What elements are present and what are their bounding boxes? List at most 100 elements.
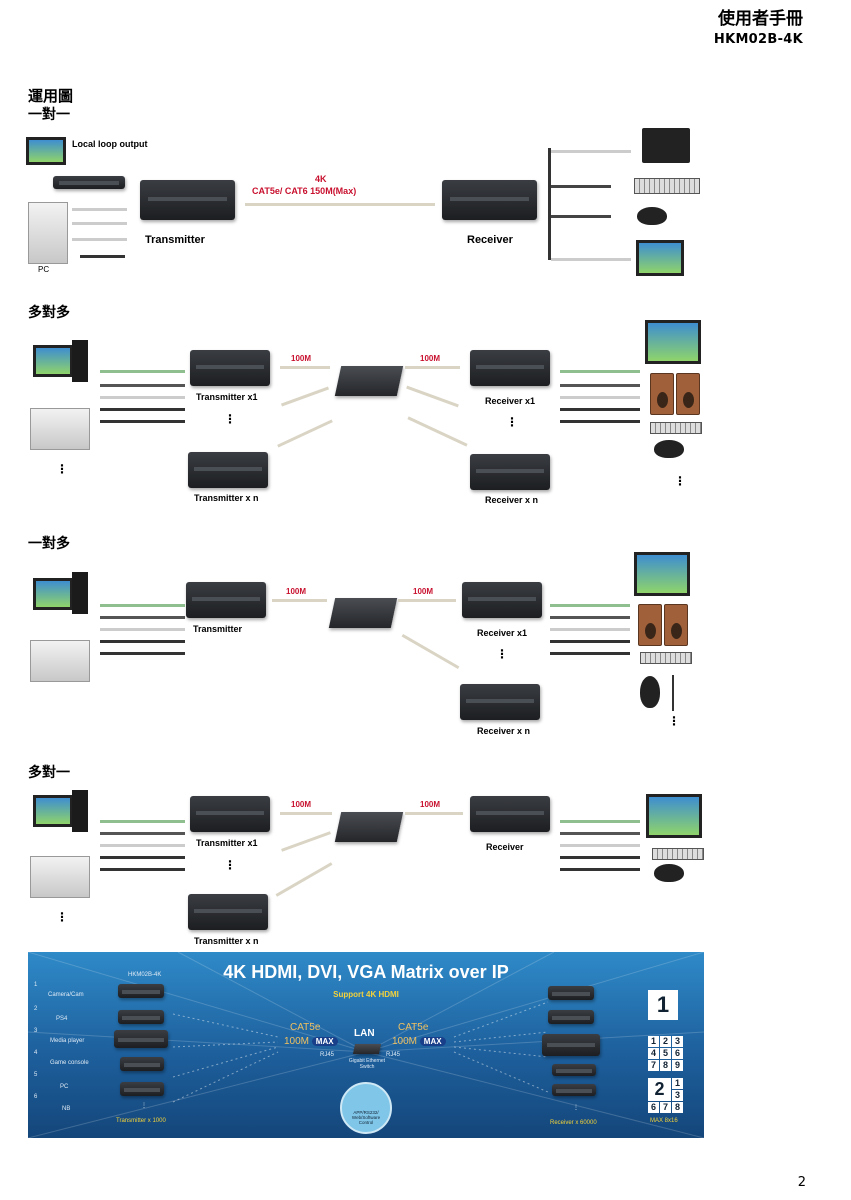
app-control-badge: APP/RS232/ Web/Software Control <box>340 1082 392 1134</box>
cable-icon <box>560 856 640 859</box>
cat-cable-icon <box>277 419 333 448</box>
cat-label-right: CAT5e <box>398 1022 429 1033</box>
speed-label: 100M <box>420 354 441 363</box>
media-player-icon <box>53 176 125 189</box>
more-receivers-dots: ⋮ <box>496 647 508 661</box>
source-name: PC <box>60 1084 69 1090</box>
cat-cable-icon <box>405 366 460 369</box>
transmitter-count: Transmitter x 1000 <box>116 1118 166 1124</box>
cable-icon <box>551 185 611 188</box>
speed-label: 100M <box>291 354 312 363</box>
cable-icon <box>560 408 640 411</box>
cable-icon <box>560 832 640 835</box>
cable-icon <box>550 604 630 607</box>
lan-label: LAN <box>354 1028 375 1039</box>
banner-model-tag: HKM02B-4K <box>128 972 162 978</box>
matrix-cell: 6 <box>672 1048 683 1059</box>
cable-icon <box>560 868 640 871</box>
speaker-icon <box>650 373 674 415</box>
local-loop-label: Local loop output <box>72 139 148 149</box>
cat-cable-icon <box>280 366 330 369</box>
cable-icon <box>100 384 185 387</box>
banner-subtitle: Support 4K HDMI <box>333 990 399 999</box>
keyboard-icon <box>652 848 704 860</box>
more-sources-dots: ⋮ <box>56 910 68 924</box>
app-control-label: APP/RS232/ Web/Software Control <box>351 1110 381 1125</box>
audio-cable-icon <box>80 255 125 258</box>
transmitter-label: Transmitter <box>193 624 243 634</box>
cable-icon <box>560 820 640 823</box>
cable-4k-label: 4K <box>315 174 327 184</box>
mouse-icon <box>654 440 684 458</box>
cable-icon <box>100 408 185 411</box>
matrix-cell: 4 <box>648 1048 659 1059</box>
pc-tower-icon <box>28 202 68 264</box>
server-icon <box>30 408 90 450</box>
banner-transmitter <box>120 1057 164 1071</box>
cable-icon <box>100 832 185 835</box>
matrix-cell: 9 <box>672 1060 683 1071</box>
network-switch <box>334 366 404 396</box>
cable-icon <box>551 258 631 261</box>
matrix-cell: 7 <box>648 1060 659 1071</box>
cable-icon <box>100 652 185 655</box>
monitor-icon <box>645 320 701 364</box>
cable-icon <box>560 420 640 423</box>
monitor-icon <box>646 794 702 838</box>
banner-transmitter <box>118 1010 164 1024</box>
receiver-count: Receiver x 60000 <box>550 1120 597 1126</box>
matrix-combined-display: 2 <box>648 1078 671 1101</box>
matrix-cell: 8 <box>660 1060 671 1071</box>
speaker-icon <box>638 604 662 646</box>
fanout-line <box>548 148 551 260</box>
transmitter-x1-label: Transmitter x1 <box>196 838 258 848</box>
cat-cable-icon <box>281 831 331 852</box>
receiver-device <box>462 582 542 618</box>
mouse-icon <box>637 207 667 225</box>
cable-icon <box>72 208 127 211</box>
speed-label: 100M <box>291 800 312 809</box>
page-number: 2 <box>797 1175 806 1190</box>
source-number: 6 <box>34 1094 38 1100</box>
monitor-icon <box>33 578 73 610</box>
keyboard-icon <box>650 422 702 434</box>
cable-icon <box>100 604 185 607</box>
cable-icon <box>550 640 630 643</box>
monitor-icon <box>636 240 684 276</box>
banner-transmitter <box>114 1030 168 1048</box>
more-receivers-dots: ⋮ <box>506 415 518 429</box>
matrix-banner: 4K HDMI, DVI, VGA Matrix over IP Support… <box>28 952 704 1138</box>
cable-icon <box>100 420 185 423</box>
transmitter-device <box>186 582 266 618</box>
cable-icon <box>560 396 640 399</box>
more-transmitters-dots: ⋮ <box>224 412 236 426</box>
banner-title: 4K HDMI, DVI, VGA Matrix over IP <box>223 962 509 982</box>
source-number: 1 <box>34 982 38 988</box>
banner-receiver <box>548 986 594 1000</box>
cable-icon <box>72 238 127 241</box>
receiver-x1-label: Receiver x1 <box>477 628 528 638</box>
source-name: PS4 <box>56 1016 68 1022</box>
keyboard-icon <box>640 652 692 664</box>
cat-cable-icon <box>405 812 463 815</box>
model-number: HKM02B-4K <box>713 32 803 47</box>
speed-label: 100M <box>420 800 441 809</box>
cable-icon <box>100 856 185 859</box>
manual-title: 使用者手冊 <box>718 9 803 29</box>
cable-icon <box>560 384 640 387</box>
network-switch <box>328 598 398 628</box>
source-number: 3 <box>34 1028 38 1034</box>
matrix-max-label: MAX 8x16 <box>650 1118 678 1124</box>
matrix-cell: 6 <box>648 1102 659 1113</box>
receiver-label: Receiver <box>467 234 513 246</box>
cat-cable-icon <box>398 599 456 602</box>
matrix-cell: 2 <box>660 1036 671 1047</box>
pc-tower-icon <box>72 572 88 614</box>
cat-cable-icon <box>275 862 333 897</box>
cable-icon <box>550 652 630 655</box>
server-icon <box>30 640 90 682</box>
cat-cable-icon <box>401 633 460 670</box>
banner-switch <box>352 1044 382 1054</box>
source-number: 4 <box>34 1050 38 1056</box>
transmitter-device <box>188 452 268 488</box>
